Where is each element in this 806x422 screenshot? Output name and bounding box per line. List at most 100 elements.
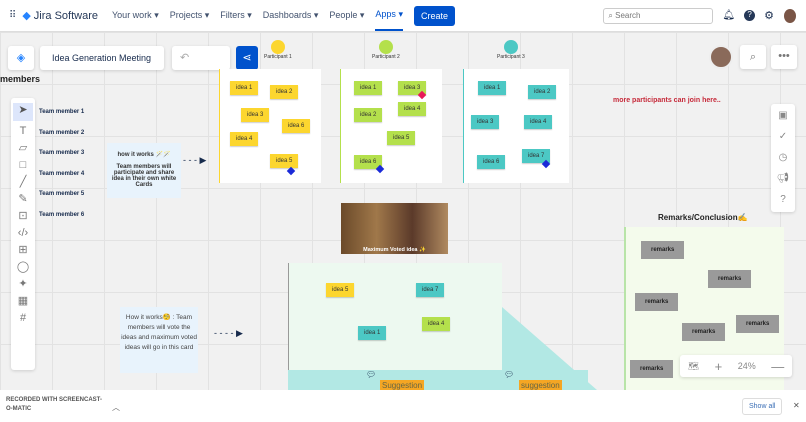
sticky-note[interactable]: idea 5 bbox=[326, 283, 355, 297]
remark-note[interactable]: remarks bbox=[635, 293, 679, 311]
sticky-note[interactable]: idea 7 bbox=[522, 149, 551, 163]
line-tool-icon[interactable]: ╱ bbox=[19, 176, 27, 188]
remark-note[interactable]: remarks bbox=[682, 323, 726, 341]
shape-tool-icon[interactable]: □ bbox=[19, 159, 27, 171]
remarks-heading: Remarks/Conclusion✍️ bbox=[658, 213, 748, 222]
sticky-note[interactable]: idea 7 bbox=[416, 283, 445, 297]
sticky-note[interactable]: idea 5 bbox=[270, 154, 299, 168]
how-it-works-note-2[interactable]: How it works🧐 : Team members will vote t… bbox=[120, 307, 198, 373]
how-it-works-note-1[interactable]: how it works 🪄🪄 Team members will partic… bbox=[107, 143, 181, 198]
text-tool-icon[interactable]: T bbox=[19, 125, 27, 137]
show-all-button[interactable]: Show all bbox=[742, 398, 783, 415]
zoom-controls: 🗺︎ + 24% — bbox=[680, 355, 792, 377]
sticky-note[interactable]: idea 1 bbox=[230, 81, 259, 95]
comment-tool-icon[interactable]: ◯ bbox=[16, 261, 30, 273]
video-caption: Maximum Voted idea ✨ bbox=[363, 247, 426, 253]
suggestion-label[interactable]: Suggestion bbox=[380, 380, 425, 390]
sticky-note[interactable]: idea 1 bbox=[358, 326, 387, 340]
close-icon[interactable]: ✕ bbox=[793, 401, 800, 410]
timer-icon[interactable]: ◷ bbox=[778, 152, 788, 163]
participant-3: Participant 3 bbox=[497, 40, 525, 60]
notifications-icon[interactable]: 🔔︎ bbox=[722, 10, 736, 21]
chevron-up-icon[interactable]: ︿ bbox=[112, 403, 120, 412]
nav-projects[interactable]: Projects ▾ bbox=[169, 10, 210, 20]
presentation-icon[interactable]: ▣ bbox=[778, 110, 788, 121]
app-switcher-icon[interactable]: ⠿ bbox=[9, 10, 17, 21]
right-toolbar: ▣ ✓ ◷ 📢︎ ? bbox=[771, 104, 795, 212]
nav-apps[interactable]: Apps ▾ bbox=[375, 0, 403, 31]
sticky-note[interactable]: idea 2 bbox=[270, 85, 299, 99]
zoom-in-button[interactable]: + bbox=[714, 358, 723, 374]
grid-tool-icon[interactable]: # bbox=[19, 312, 27, 324]
participant-1-card[interactable]: idea 1 idea 2 idea 3 idea 6 idea 4 idea … bbox=[219, 69, 321, 183]
upload-tool-icon[interactable]: ⊞ bbox=[18, 244, 28, 256]
remark-note[interactable]: remarks bbox=[736, 315, 780, 333]
voted-ideas-card[interactable]: idea 5 idea 7 idea 1 idea 4 bbox=[288, 263, 502, 370]
user-avatar[interactable] bbox=[784, 8, 796, 23]
member-item[interactable]: Team member 5 bbox=[39, 191, 85, 197]
sticky-note[interactable]: idea 4 bbox=[524, 115, 553, 129]
comment-icon[interactable]: 💬︎ bbox=[366, 370, 377, 379]
help-icon[interactable]: ? bbox=[744, 10, 756, 21]
sticky-note[interactable]: idea 4 bbox=[422, 317, 451, 331]
member-item[interactable]: Team member 2 bbox=[39, 129, 85, 136]
create-button[interactable]: Create bbox=[413, 5, 455, 26]
participant-avatar-icon bbox=[378, 40, 393, 54]
sticky-note[interactable]: idea 5 bbox=[387, 131, 416, 145]
pen-tool-icon[interactable]: ✎ bbox=[18, 193, 28, 205]
video-thumbnail[interactable]: Maximum Voted idea ✨ bbox=[341, 203, 448, 254]
more-button[interactable]: ••• bbox=[771, 45, 797, 69]
sticky-note[interactable]: idea 6 bbox=[282, 119, 311, 133]
nav-people[interactable]: People ▾ bbox=[329, 10, 365, 20]
nav-your-work[interactable]: Your work ▾ bbox=[112, 10, 159, 20]
share-button[interactable]: ⋖ bbox=[236, 46, 258, 70]
app-name[interactable]: Jira Software bbox=[33, 9, 98, 22]
zoom-out-button[interactable]: — bbox=[771, 358, 785, 374]
remark-note[interactable]: remarks bbox=[630, 360, 674, 378]
help-icon[interactable]: ? bbox=[780, 194, 786, 205]
participant-2-card[interactable]: idea 1 idea 3 idea 4 idea 2 idea 5 idea … bbox=[340, 69, 442, 183]
vote-marker-icon bbox=[286, 166, 296, 176]
member-item[interactable]: Team member 6 bbox=[39, 211, 85, 218]
comment-icon[interactable]: 💬︎ bbox=[504, 370, 515, 379]
map-icon[interactable]: 🗺︎ bbox=[687, 360, 700, 371]
board-title[interactable]: Idea Generation Meeting bbox=[40, 46, 164, 70]
sticky-note[interactable]: idea 2 bbox=[354, 108, 383, 122]
member-item[interactable]: Team member 4 bbox=[39, 170, 85, 177]
collaborator-avatar[interactable] bbox=[709, 45, 733, 69]
megaphone-icon[interactable]: 📢︎ bbox=[776, 173, 790, 184]
undo-button[interactable]: ↶ bbox=[172, 46, 230, 70]
remark-note[interactable]: remarks bbox=[641, 241, 685, 259]
board-logo[interactable]: ◈ bbox=[8, 46, 34, 70]
sticky-note[interactable]: idea 4 bbox=[230, 132, 259, 146]
members-heading: members bbox=[0, 74, 41, 84]
more-participants-text: more participants can join here.. bbox=[613, 97, 721, 104]
table-tool-icon[interactable]: ▦ bbox=[17, 295, 29, 307]
sticky-note[interactable]: idea 1 bbox=[354, 81, 383, 95]
remark-note[interactable]: remarks bbox=[708, 270, 752, 288]
sticky-note[interactable]: idea 1 bbox=[478, 81, 507, 95]
suggestion-label[interactable]: suggestion bbox=[519, 380, 562, 390]
sticky-note[interactable]: idea 2 bbox=[528, 85, 557, 99]
nav-dashboards[interactable]: Dashboards ▾ bbox=[262, 10, 319, 20]
participant-3-card[interactable]: idea 1 idea 2 idea 3 idea 4 idea 6 idea … bbox=[463, 69, 569, 183]
arrow-connector: - - - ▶ bbox=[183, 155, 207, 165]
sticky-note[interactable]: idea 4 bbox=[398, 102, 427, 116]
sticky-note-tool-icon[interactable]: ▱ bbox=[18, 142, 28, 154]
select-tool-icon[interactable]: ➤ bbox=[13, 103, 33, 121]
sticky-note[interactable]: idea 6 bbox=[477, 155, 506, 169]
nav-filters[interactable]: Filters ▾ bbox=[220, 10, 252, 20]
ai-tool-icon[interactable]: ✦ bbox=[18, 278, 28, 290]
embed-tool-icon[interactable]: ‹/› bbox=[17, 227, 29, 239]
sticky-note[interactable]: idea 3 bbox=[471, 115, 500, 129]
check-icon[interactable]: ✓ bbox=[778, 131, 788, 142]
search-board-button[interactable]: ⌕ bbox=[740, 45, 766, 69]
frame-tool-icon[interactable]: ⊡ bbox=[18, 210, 28, 222]
search-input[interactable]: ⌕ Search bbox=[603, 7, 714, 24]
member-item[interactable]: Team member 1 bbox=[39, 109, 85, 115]
member-item[interactable]: Team member 3 bbox=[39, 150, 85, 156]
sticky-note[interactable]: idea 6 bbox=[354, 155, 383, 169]
vote-marker-icon bbox=[375, 164, 385, 174]
sticky-note[interactable]: idea 3 bbox=[241, 108, 270, 122]
settings-icon[interactable]: ⚙ bbox=[764, 10, 774, 22]
